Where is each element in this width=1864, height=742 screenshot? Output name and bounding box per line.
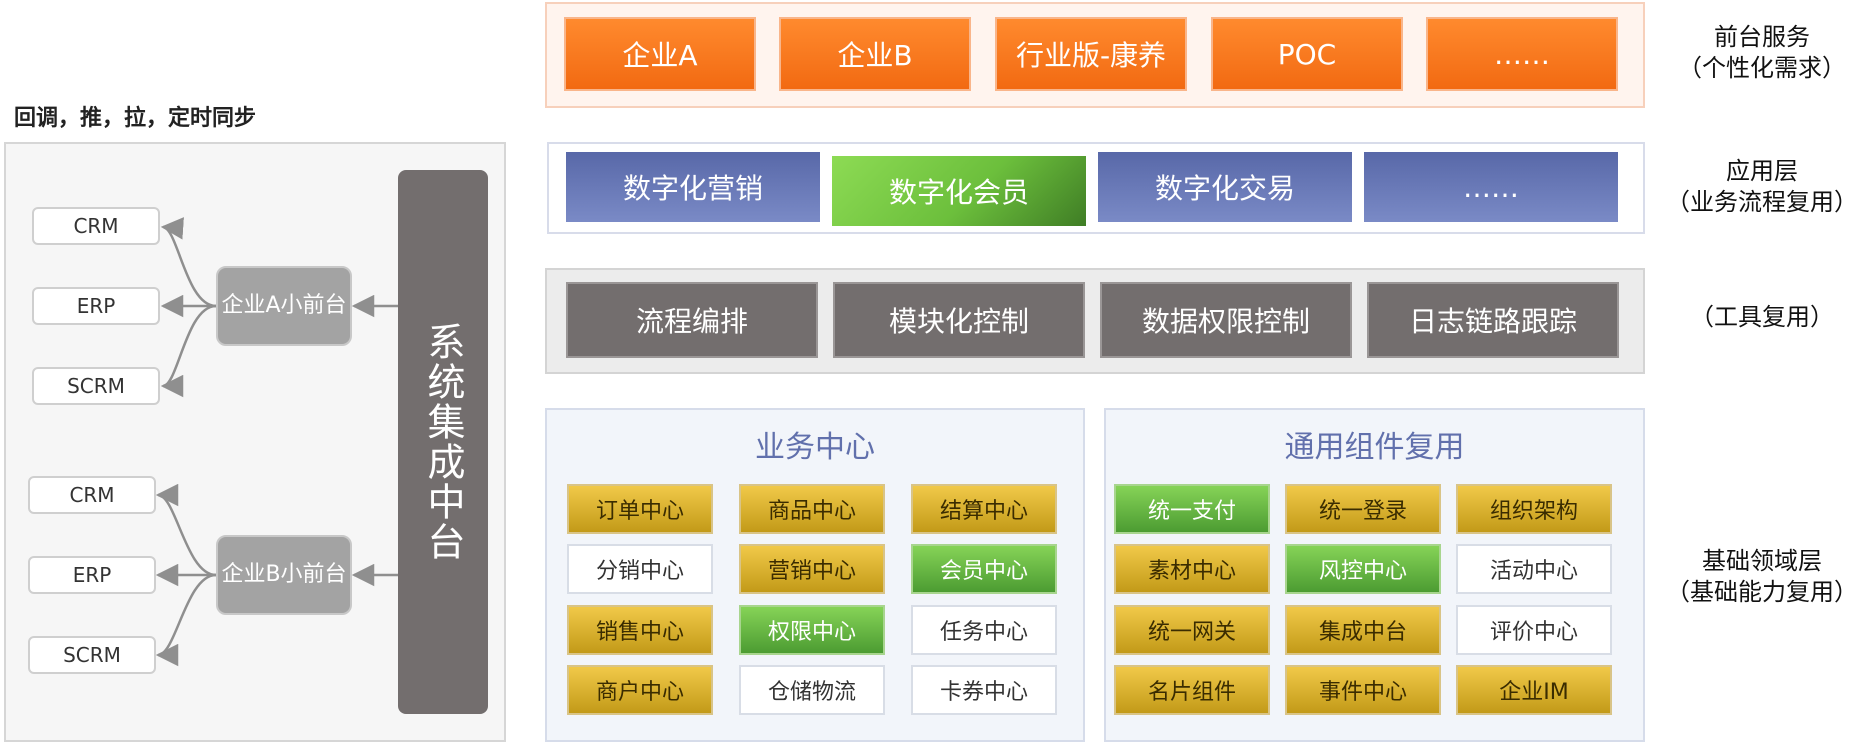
business-center-cell: 商户中心 <box>567 665 713 715</box>
common-components-title: 通用组件复用 <box>1284 430 1465 465</box>
business-center-cell: 会员中心 <box>911 544 1057 594</box>
foundation-layer-label: 基础领域层 （基础能力复用） <box>1660 546 1864 608</box>
business-center-cell: 仓储物流 <box>739 665 885 715</box>
application-layer-label-title: 应用层 <box>1726 157 1798 185</box>
business-center-cell: 销售中心 <box>567 605 713 655</box>
common-component-cell: 活动中心 <box>1456 544 1612 594</box>
frontend-layer-label-subtitle: （个性化需求） <box>1678 54 1846 82</box>
business-center-cell: 任务中心 <box>911 605 1057 655</box>
group-a-system-crm: CRM <box>32 207 160 245</box>
tool-item-log-trace: 日志链路跟踪 <box>1367 282 1619 358</box>
common-component-cell: 风控中心 <box>1285 544 1441 594</box>
tool-layer-label: （工具复用） <box>1660 302 1864 333</box>
system-integration-platform: 系统集成中台 <box>398 170 488 714</box>
common-component-cell: 评价中心 <box>1456 605 1612 655</box>
group-b-system-scrm: SCRM <box>28 636 156 674</box>
tool-item-data-permission-control: 数据权限控制 <box>1100 282 1352 358</box>
common-component-cell: 统一登录 <box>1285 484 1441 534</box>
application-layer-label: 应用层 （业务流程复用） <box>1660 156 1864 218</box>
common-component-cell: 企业IM <box>1456 665 1612 715</box>
arrow-mini-b-to-scrm <box>155 573 217 667</box>
frontend-item-industry-edition: 行业版-康养 <box>995 17 1187 91</box>
common-component-cell: 统一支付 <box>1114 484 1270 534</box>
common-component-cell: 统一网关 <box>1114 605 1270 655</box>
business-center-cell: 权限中心 <box>739 605 885 655</box>
arrow-mini-a-to-scrm <box>160 304 217 398</box>
frontend-item-more: …… <box>1426 17 1618 91</box>
app-item-digital-membership: 数字化会员 <box>832 156 1086 226</box>
business-center-cell: 结算中心 <box>911 484 1057 534</box>
tool-item-process-orchestration: 流程编排 <box>566 282 818 358</box>
group-a-system-scrm: SCRM <box>32 367 160 405</box>
business-center-cell: 订单中心 <box>567 484 713 534</box>
foundation-layer-label-subtitle: （基础能力复用） <box>1666 578 1858 606</box>
frontend-layer-label-title: 前台服务 <box>1714 23 1810 51</box>
common-component-cell: 素材中心 <box>1114 544 1270 594</box>
group-b-system-erp: ERP <box>28 556 156 594</box>
integration-connectors <box>155 217 398 667</box>
business-center-cell: 营销中心 <box>739 544 885 594</box>
frontend-layer-label: 前台服务 （个性化需求） <box>1660 22 1864 84</box>
arrow-mini-b-to-crm <box>155 483 217 577</box>
mini-frontend-b: 企业B小前台 <box>216 535 352 615</box>
tool-item-modular-control: 模块化控制 <box>833 282 1085 358</box>
business-center-cell: 卡券中心 <box>911 665 1057 715</box>
common-component-cell: 事件中心 <box>1285 665 1441 715</box>
app-item-digital-marketing: 数字化营销 <box>566 152 820 222</box>
business-center-title: 业务中心 <box>755 430 875 465</box>
common-component-cell: 名片组件 <box>1114 665 1270 715</box>
group-a-system-erp: ERP <box>32 287 160 325</box>
mini-frontend-a: 企业A小前台 <box>216 266 352 346</box>
common-component-cell: 组织架构 <box>1456 484 1612 534</box>
foundation-layer-label-title: 基础领域层 <box>1702 547 1822 575</box>
frontend-item-enterprise-a: 企业A <box>564 17 756 91</box>
app-item-more: …… <box>1364 152 1618 222</box>
frontend-item-poc: POC <box>1211 17 1403 91</box>
business-center-cell: 分销中心 <box>567 544 713 594</box>
common-component-cell: 集成中台 <box>1285 605 1441 655</box>
frontend-item-enterprise-b: 企业B <box>779 17 971 91</box>
business-center-cell: 商品中心 <box>739 484 885 534</box>
app-item-digital-transaction: 数字化交易 <box>1098 152 1352 222</box>
group-b-system-crm: CRM <box>28 476 156 514</box>
arrow-mini-a-to-crm <box>160 217 217 308</box>
tool-layer-label-title: （工具复用） <box>1690 303 1834 331</box>
application-layer-label-subtitle: （业务流程复用） <box>1666 188 1858 216</box>
sync-methods-label: 回调，推，拉，定时同步 <box>14 106 257 131</box>
